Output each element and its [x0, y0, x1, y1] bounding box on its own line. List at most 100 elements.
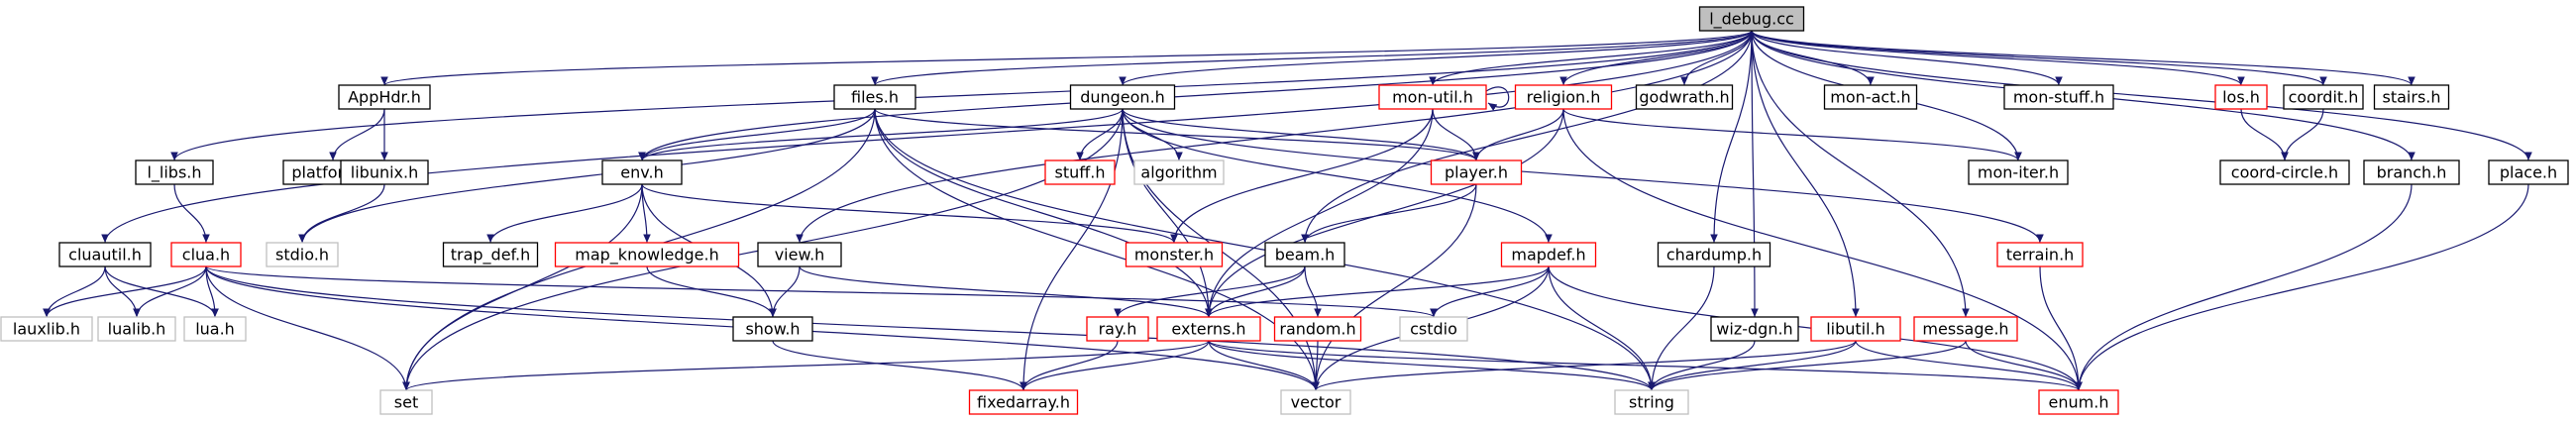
edge-l_debug-to-dungeon: [1119, 30, 1753, 86]
node-label-vector: vector: [1291, 393, 1342, 412]
node-beam[interactable]: beam.h: [1264, 242, 1345, 267]
node-label-mapdef: mapdef.h: [1511, 246, 1585, 264]
node-envh[interactable]: env.h: [601, 159, 683, 185]
node-box-stdio: [266, 242, 339, 267]
node-monstuff[interactable]: mon-stuff.h: [2003, 84, 2114, 110]
node-label-viewh: view.h: [775, 246, 825, 264]
node-enum[interactable]: enum.h: [2038, 389, 2119, 415]
node-libunix[interactable]: libunix.h: [340, 159, 429, 185]
node-monutil[interactable]: mon-util.h: [1378, 84, 1487, 110]
node-chardump[interactable]: chardump.h: [1657, 242, 1771, 267]
node-box-wizdgn: [1710, 316, 1799, 342]
node-box-monact: [1823, 84, 1918, 110]
node-label-terrain: terrain.h: [2006, 246, 2075, 264]
edge-chardump-to-string: [1648, 265, 1715, 391]
node-random[interactable]: random.h: [1273, 316, 1362, 342]
node-mapdef[interactable]: mapdef.h: [1500, 242, 1597, 267]
node-stuff[interactable]: stuff.h: [1044, 159, 1116, 185]
node-box-cstdio: [1399, 316, 1468, 342]
edge-clua-to-lualib: [133, 265, 207, 318]
edges-layer: [43, 30, 2532, 391]
edge-dungeon-to-stuff: [1076, 108, 1124, 161]
node-externs[interactable]: externs.h: [1156, 316, 1261, 342]
node-box-monstuff: [2003, 84, 2114, 110]
node-llibs[interactable]: l_libs.h: [135, 159, 214, 185]
edge-place-to-enum: [2075, 183, 2529, 391]
node-moniter[interactable]: mon-iter.h: [1968, 159, 2069, 185]
edge-cluautil-to-lualib: [104, 265, 141, 318]
node-stairs[interactable]: stairs.h: [2373, 84, 2450, 110]
node-label-wizdgn: wiz-dgn.h: [1716, 320, 1792, 339]
node-godwrath[interactable]: godwrath.h: [1635, 84, 1734, 110]
node-label-llibs: l_libs.h: [147, 163, 201, 183]
edge-files-to-envh: [638, 108, 876, 161]
edge-mapdef-to-externs: [1205, 265, 1550, 318]
node-dungeon[interactable]: dungeon.h: [1069, 84, 1176, 110]
node-cluautil[interactable]: cluautil.h: [58, 242, 152, 267]
node-coordit[interactable]: coordit.h: [2283, 84, 2364, 110]
edge-los-to-coordcircle: [2240, 108, 2289, 161]
edge-l_debug-to-chardump: [1710, 30, 1753, 244]
node-box-coordit: [2283, 84, 2364, 110]
edge-mapdef-to-cstdio: [1430, 265, 1550, 318]
edge-dungeon-to-mapdef: [1122, 108, 1553, 244]
node-ray[interactable]: ray.h: [1086, 316, 1149, 342]
node-box-message: [1913, 316, 2018, 342]
node-apphdr[interactable]: AppHdr.h: [338, 84, 431, 110]
node-label-lauxlib: lauxlib.h: [13, 320, 80, 339]
edge-externs-to-string: [1208, 340, 1656, 391]
node-los[interactable]: los.h: [2214, 84, 2268, 110]
node-box-trapdef: [442, 242, 539, 267]
node-monact[interactable]: mon-act.h: [1823, 84, 1918, 110]
node-box-vector: [1280, 389, 1351, 415]
node-terrain[interactable]: terrain.h: [1996, 242, 2084, 267]
node-label-coordit: coordit.h: [2289, 88, 2359, 107]
node-branch[interactable]: branch.h: [2363, 159, 2460, 185]
edge-monutil-to-monster: [1170, 108, 1434, 244]
node-files[interactable]: files.h: [833, 84, 916, 110]
edge-externs-to-enum: [1208, 340, 2083, 391]
node-label-moniter: mon-iter.h: [1978, 163, 2059, 182]
node-box-monster: [1125, 242, 1224, 267]
node-l_debug[interactable]: l_debug.cc: [1698, 6, 1805, 32]
edge-religion-to-moniter: [1562, 108, 2022, 161]
node-luah: lua.h: [183, 316, 247, 342]
node-mapknow[interactable]: map_knowledge.h: [554, 242, 740, 267]
edge-show-to-fixedarray: [772, 340, 1027, 391]
node-label-player: player.h: [1445, 163, 1508, 182]
edge-clua-to-lauxlib: [43, 265, 207, 318]
edge-libutil-to-vector: [1312, 340, 1857, 391]
node-label-monstuff: mon-stuff.h: [2013, 88, 2104, 107]
node-player[interactable]: player.h: [1430, 159, 1523, 185]
node-place[interactable]: place.h: [2488, 159, 2569, 185]
node-box-files: [833, 84, 916, 110]
node-box-viewh: [757, 242, 842, 267]
node-label-monact: mon-act.h: [1830, 88, 1910, 107]
node-wizdgn[interactable]: wiz-dgn.h: [1710, 316, 1799, 342]
node-show[interactable]: show.h: [732, 316, 813, 342]
node-clua[interactable]: clua.h: [170, 242, 242, 267]
node-libutil[interactable]: libutil.h: [1810, 316, 1901, 342]
node-box-fixedarray: [968, 389, 1079, 415]
node-coordcircle[interactable]: coord-circle.h: [2219, 159, 2350, 185]
node-trapdef[interactable]: trap_def.h: [442, 242, 539, 267]
node-viewh[interactable]: view.h: [757, 242, 842, 267]
node-box-apphdr: [338, 84, 431, 110]
node-label-chardump: chardump.h: [1666, 246, 1762, 264]
node-label-random: random.h: [1279, 320, 1355, 339]
node-message[interactable]: message.h: [1913, 316, 2018, 342]
node-box-mapdef: [1500, 242, 1597, 267]
node-box-ray: [1086, 316, 1149, 342]
node-monster[interactable]: monster.h: [1125, 242, 1224, 267]
node-fixedarray[interactable]: fixedarray.h: [968, 389, 1079, 415]
node-religion[interactable]: religion.h: [1514, 84, 1613, 110]
edge-files-to-string: [874, 108, 1656, 391]
edge-l_debug-to-monstuff: [1751, 30, 2063, 86]
edge-mapdef-to-string: [1548, 265, 1656, 391]
node-label-string: string: [1629, 393, 1674, 412]
node-box-externs: [1156, 316, 1261, 342]
node-string: string: [1614, 389, 1689, 415]
node-box-monutil: [1378, 84, 1487, 110]
node-box-l_debug: [1698, 6, 1805, 32]
